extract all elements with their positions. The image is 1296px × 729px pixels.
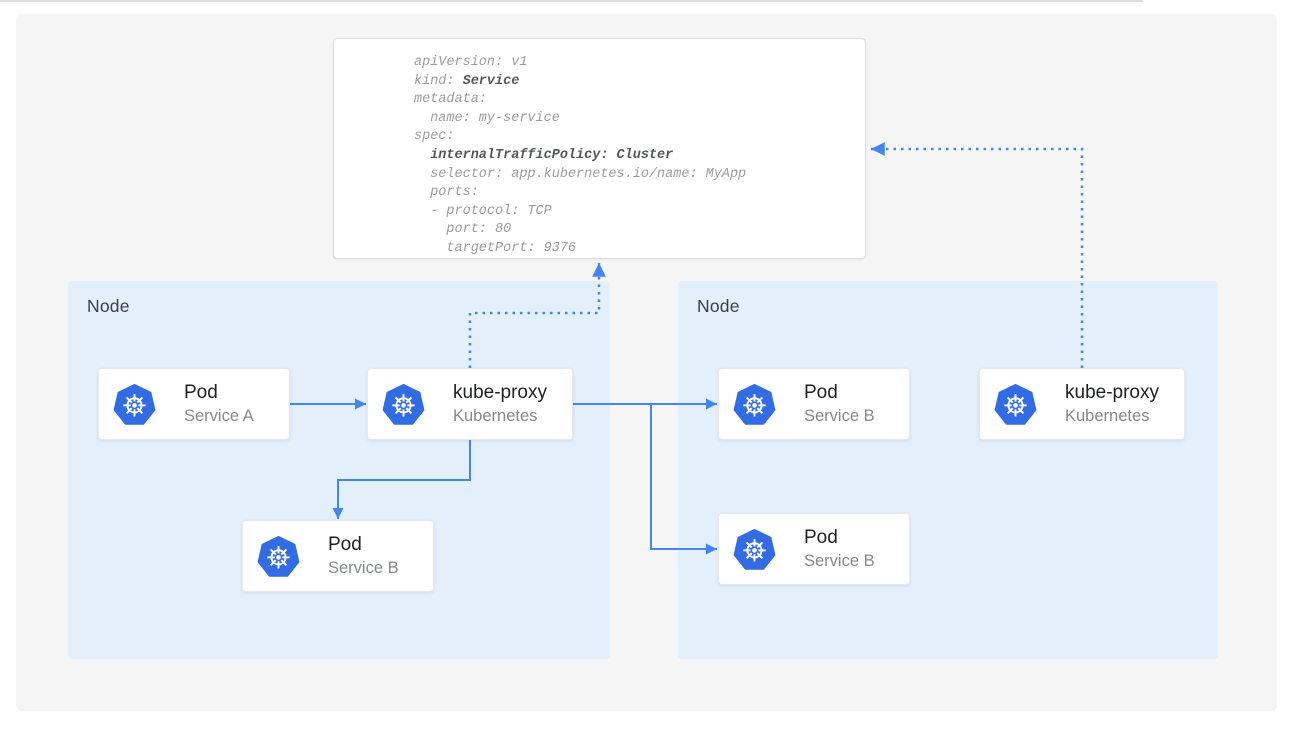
yaml-code-line: metadata: xyxy=(414,92,487,108)
node-left: Node xyxy=(68,281,610,659)
card-kube-proxy-right: kube-proxy Kubernetes xyxy=(979,368,1185,440)
yaml-code-line: name: my-service xyxy=(414,110,560,126)
yaml-code-line: kind: Service xyxy=(414,73,520,89)
kubernetes-icon xyxy=(733,528,776,570)
card-subtitle: Service B xyxy=(804,552,875,570)
card-subtitle: Service B xyxy=(804,407,875,425)
kubernetes-icon xyxy=(733,383,776,425)
card-subtitle: Service A xyxy=(184,407,254,425)
card-pod-service-a: Pod Service A xyxy=(98,368,290,440)
card-subtitle: Kubernetes xyxy=(453,407,538,425)
card-pod-service-b-right-bottom: Pod Service B xyxy=(718,513,910,585)
card-pod-service-b-right-top: Pod Service B xyxy=(718,368,910,440)
card-title: kube-proxy xyxy=(1065,382,1159,403)
card-title: kube-proxy xyxy=(453,382,547,403)
yaml-code-line: port: 80 xyxy=(414,222,512,238)
yaml-code-line: internalTrafficPolicy: Cluster xyxy=(430,147,674,163)
yaml-code-line: targetPort: 9376 xyxy=(414,240,577,256)
kubernetes-icon xyxy=(382,383,425,425)
service-yaml-box: apiVersion: v1 kind: Service metadata: nam… xyxy=(333,38,866,259)
card-title: Pod xyxy=(184,382,218,403)
card-title: Pod xyxy=(328,534,362,555)
yaml-code-line: spec: xyxy=(414,129,455,145)
top-divider xyxy=(0,0,1143,2)
card-kube-proxy-left: kube-proxy Kubernetes xyxy=(367,368,573,440)
node-label: Node xyxy=(87,296,130,316)
card-subtitle: Service B xyxy=(328,559,399,577)
card-pod-service-b-left: Pod Service B xyxy=(242,520,434,592)
card-title: Pod xyxy=(804,527,838,548)
yaml-code: apiVersion: v1 kind: Service metadata: nam… xyxy=(334,39,865,259)
yaml-code-line: apiVersion: v1 xyxy=(414,55,528,70)
kubernetes-icon xyxy=(113,383,156,425)
yaml-code-line: selector: app.kubernetes.io/name: MyApp xyxy=(414,166,747,182)
card-title: Pod xyxy=(804,382,838,403)
yaml-code-line: ports: xyxy=(414,185,479,201)
node-right: Node xyxy=(678,281,1218,659)
kubernetes-icon xyxy=(257,535,300,577)
kubernetes-icon xyxy=(994,383,1037,425)
card-subtitle: Kubernetes xyxy=(1065,407,1150,425)
yaml-code-line: - protocol: TCP xyxy=(414,203,552,219)
node-label: Node xyxy=(697,296,740,316)
